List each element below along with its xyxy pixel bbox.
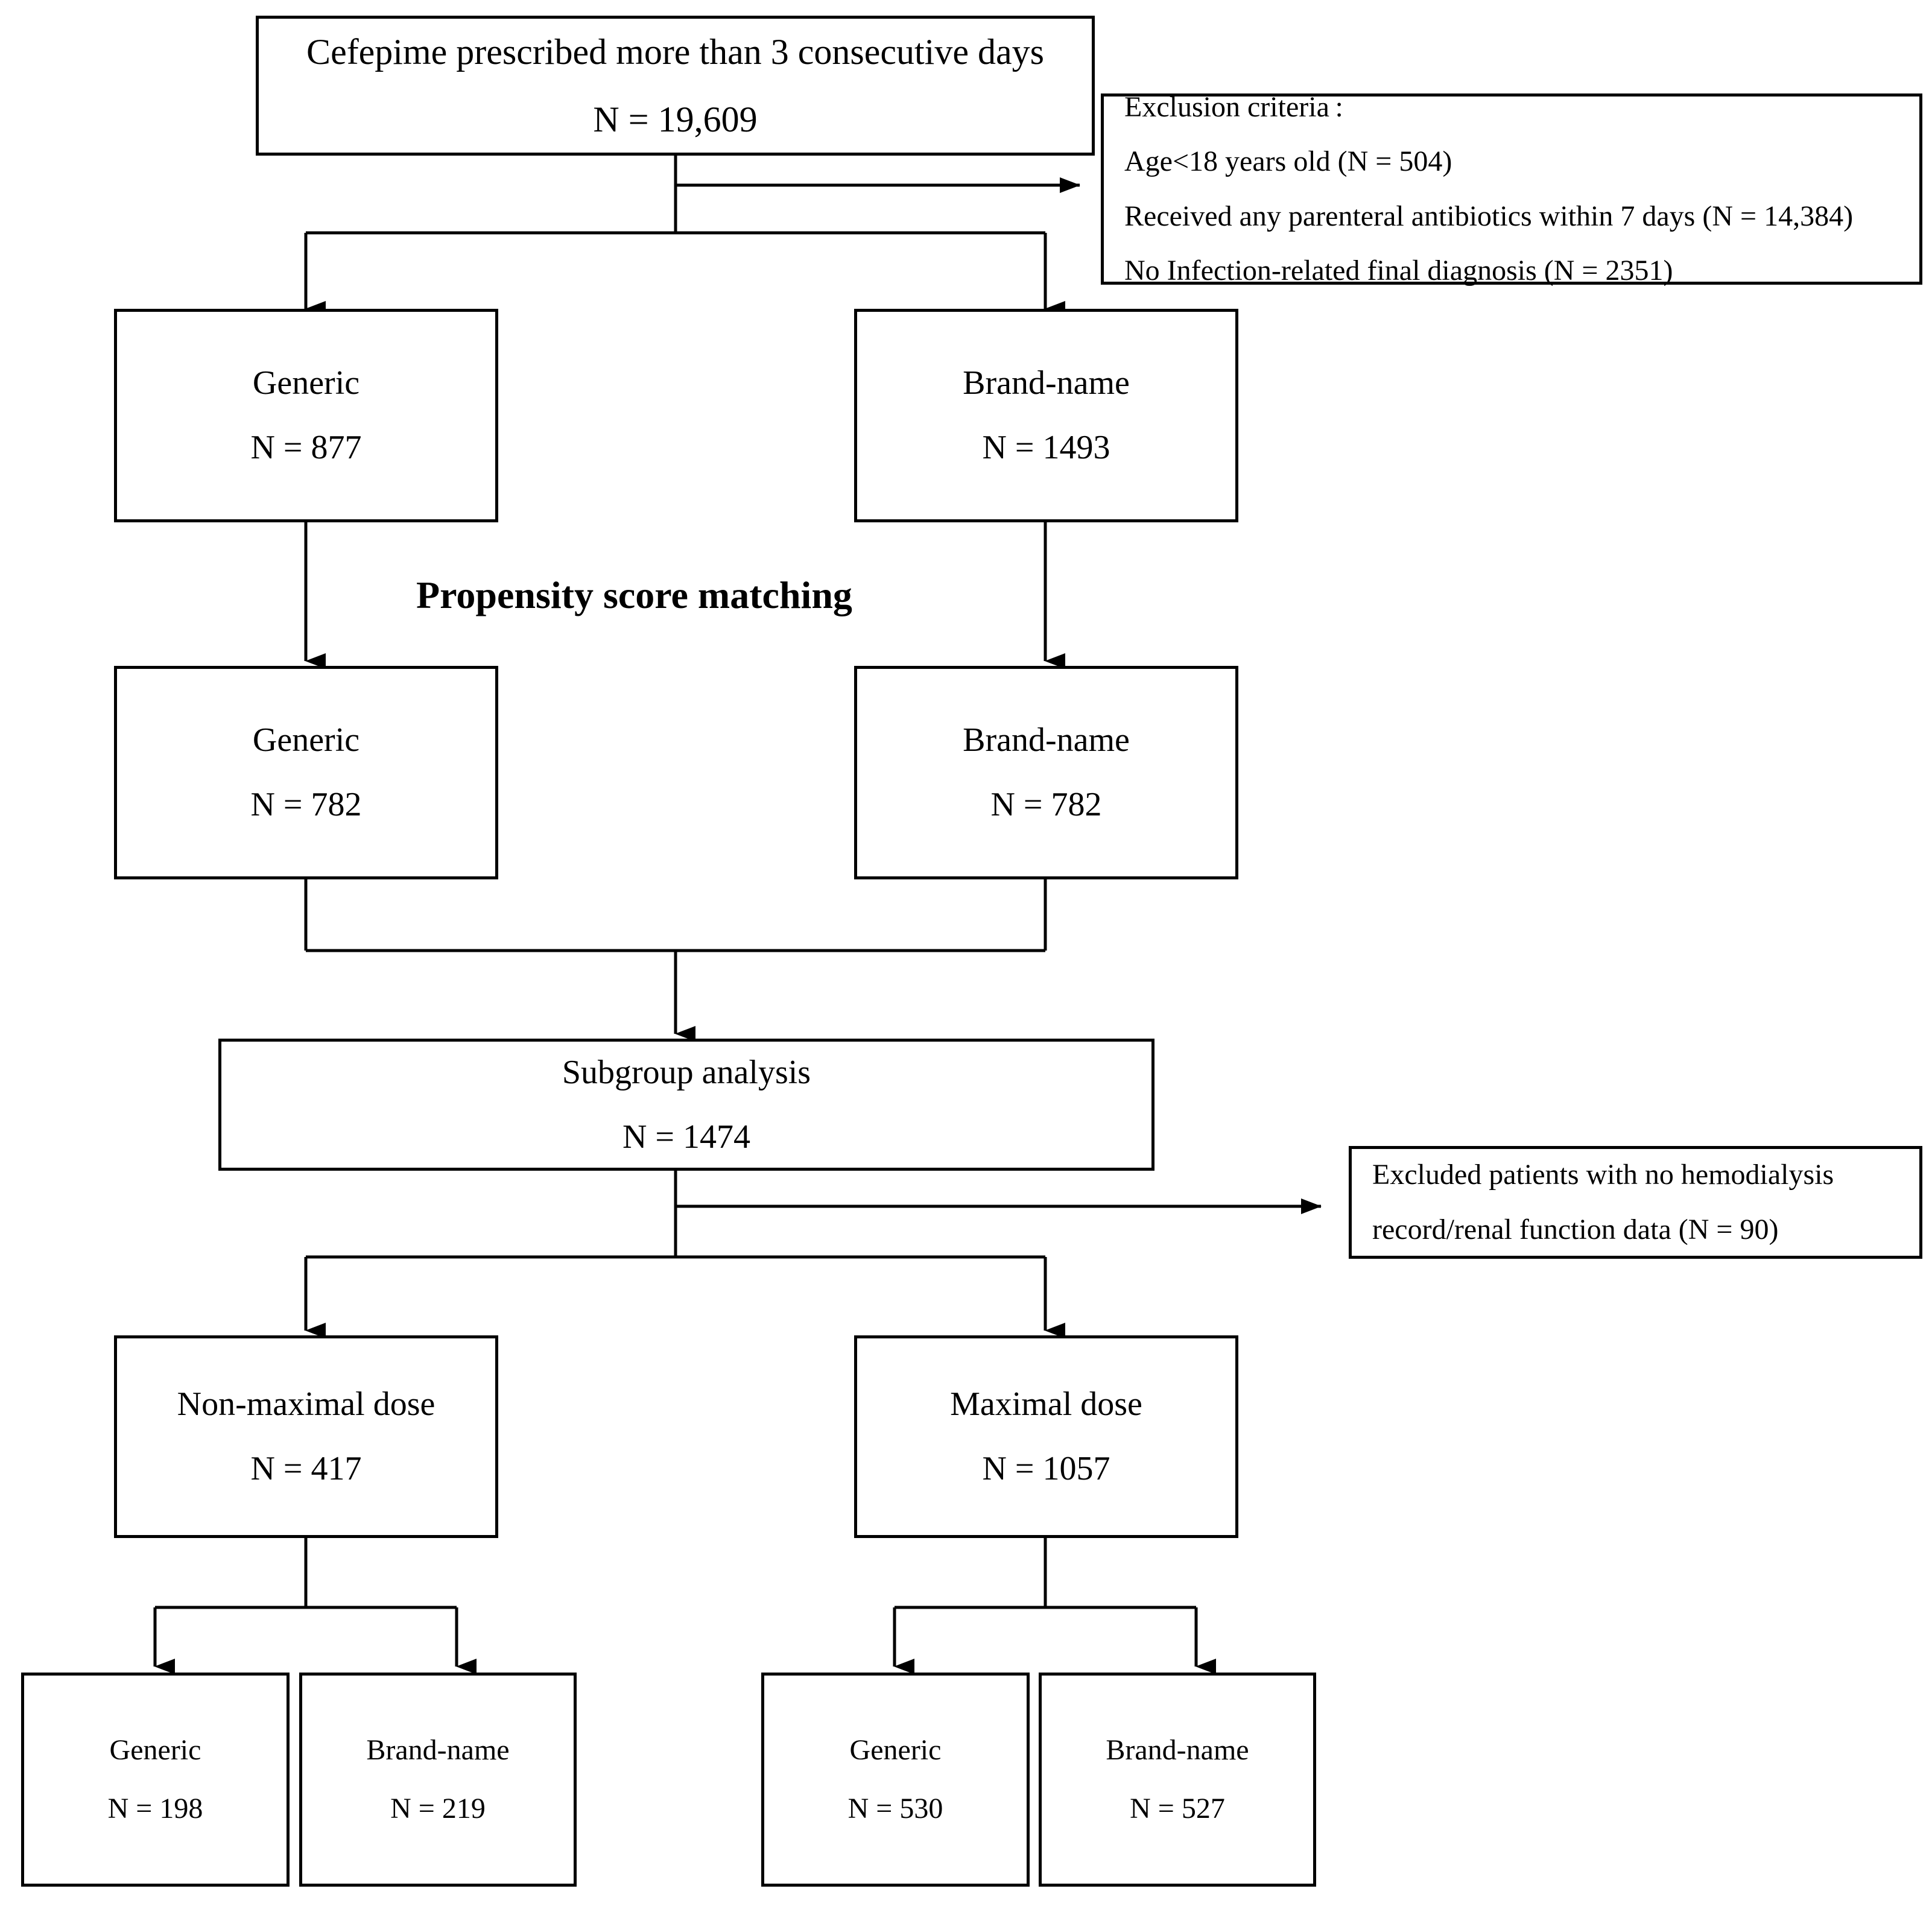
max-brand-count: N = 527	[1130, 1792, 1225, 1825]
brand-matched-label: Brand-name	[963, 721, 1130, 759]
brand-prematch-count: N = 1493	[982, 429, 1110, 466]
generic-prematch-count: N = 877	[250, 429, 362, 466]
max-generic-count: N = 530	[847, 1792, 943, 1825]
node-non-maximal-dose: Non-maximal dose N = 417	[114, 1335, 498, 1538]
brand-prematch-label: Brand-name	[963, 364, 1130, 402]
subgroup-label: Subgroup analysis	[562, 1053, 811, 1091]
node-cohort: Cefepime prescribed more than 3 consecut…	[256, 16, 1095, 156]
exclusion-item-age: Age<18 years old (N = 504)	[1124, 145, 1452, 178]
node-generic-prematch: Generic N = 877	[114, 309, 498, 522]
exclusion-item-antibiotics: Received any parenteral antibiotics with…	[1124, 200, 1854, 232]
propensity-score-matching-label: Propensity score matching	[416, 574, 852, 616]
non-maximal-dose-count: N = 417	[250, 1450, 362, 1487]
node-generic-matched: Generic N = 782	[114, 666, 498, 879]
nonmax-brand-count: N = 219	[390, 1792, 486, 1825]
nonmax-generic-count: N = 198	[107, 1792, 203, 1825]
cohort-count: N = 19,609	[593, 100, 758, 139]
excluded-hd-line2: record/renal function data (N = 90)	[1372, 1213, 1779, 1246]
non-maximal-dose-label: Non-maximal dose	[177, 1385, 435, 1423]
excluded-hd-line1: Excluded patients with no hemodialysis	[1372, 1159, 1834, 1191]
maximal-dose-label: Maximal dose	[950, 1385, 1142, 1423]
maximal-dose-count: N = 1057	[982, 1450, 1110, 1487]
max-brand-label: Brand-name	[1106, 1734, 1249, 1767]
node-subgroup-analysis: Subgroup analysis N = 1474	[218, 1039, 1154, 1171]
generic-matched-count: N = 782	[250, 786, 362, 823]
generic-matched-label: Generic	[252, 721, 360, 759]
node-max-generic: Generic N = 530	[761, 1673, 1030, 1887]
node-max-brand: Brand-name N = 527	[1039, 1673, 1316, 1887]
node-brand-prematch: Brand-name N = 1493	[854, 309, 1238, 522]
subgroup-count: N = 1474	[622, 1118, 751, 1156]
brand-matched-count: N = 782	[990, 786, 1102, 823]
cohort-label: Cefepime prescribed more than 3 consecut…	[306, 32, 1044, 72]
node-excluded-hemodialysis: Excluded patients with no hemodialysis r…	[1349, 1146, 1922, 1259]
nonmax-generic-label: Generic	[109, 1734, 201, 1767]
node-nonmax-generic: Generic N = 198	[21, 1673, 290, 1887]
node-brand-matched: Brand-name N = 782	[854, 666, 1238, 879]
max-generic-label: Generic	[849, 1734, 942, 1767]
exclusion-item-diagnosis: No Infection-related final diagnosis (N …	[1124, 254, 1673, 286]
node-nonmax-brand: Brand-name N = 219	[299, 1673, 577, 1887]
node-exclusion-criteria: Exclusion criteria : Age<18 years old (N…	[1101, 91, 1922, 286]
generic-prematch-label: Generic	[252, 364, 360, 402]
nonmax-brand-label: Brand-name	[366, 1734, 510, 1767]
node-maximal-dose: Maximal dose N = 1057	[854, 1335, 1238, 1538]
exclusion-heading: Exclusion criteria :	[1124, 90, 1343, 123]
